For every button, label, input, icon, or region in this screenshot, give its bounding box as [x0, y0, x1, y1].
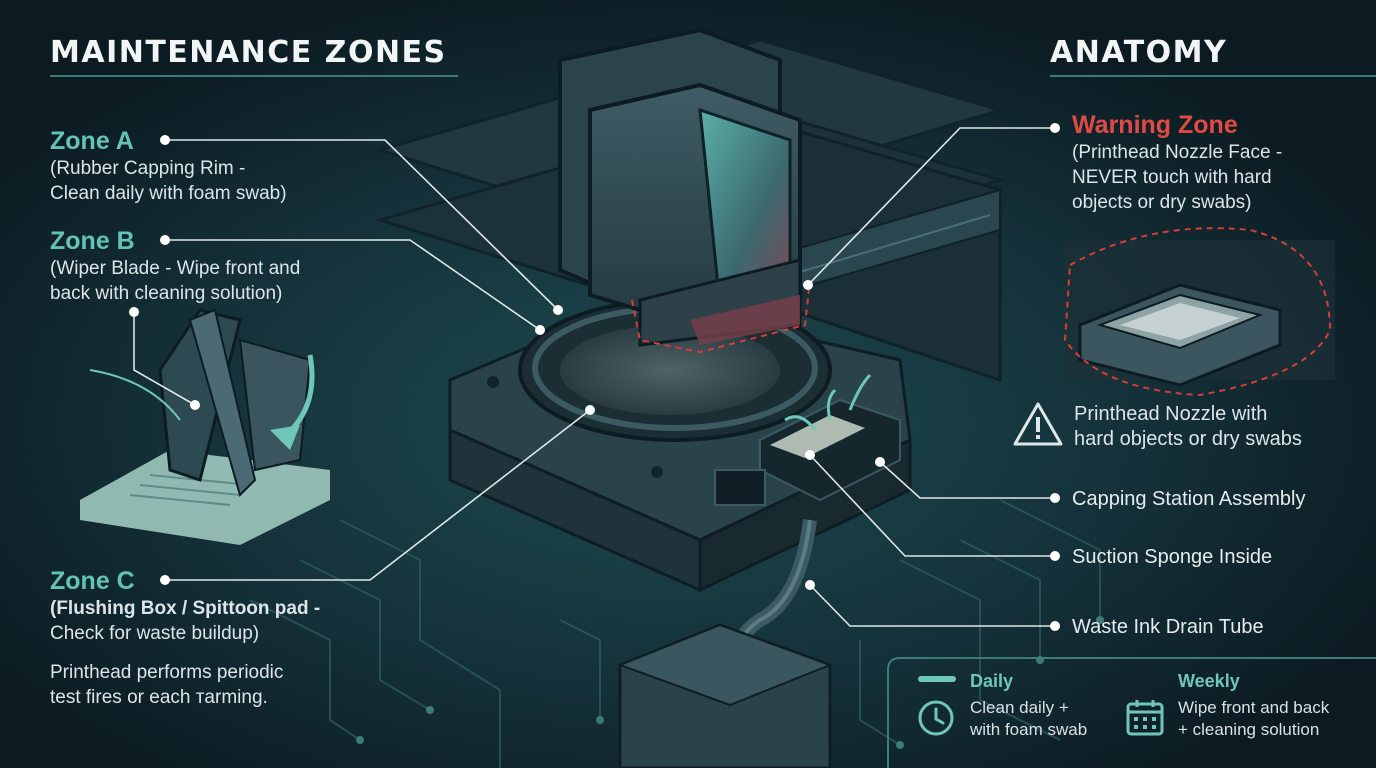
warning-zone: Warning Zone (Printhead Nozzle Face - NE…	[1072, 110, 1362, 215]
capping-station-label: Capping Station Assembly	[1072, 488, 1306, 510]
schedule-daily: Daily Clean daily + with foam swab	[916, 670, 1116, 750]
alert-line1: Printhead Nozzle with	[1074, 403, 1268, 425]
warning-zone-desc-line3: objects or dry swabs)	[1072, 192, 1252, 213]
daily-text-line1: Clean daily +	[970, 698, 1069, 717]
warning-alert: Printhead Nozzle with hard objects or dr…	[1012, 398, 1362, 454]
zone-c-title: Zone C	[50, 567, 135, 595]
zone-a-desc-line2: Clean daily with foam swab)	[50, 183, 287, 204]
calendar-icon	[1126, 700, 1164, 736]
warning-zone-title: Warning Zone	[1072, 111, 1238, 139]
warning-triangle-icon	[1013, 402, 1063, 446]
alert-line2: hard objects or dry swabs	[1074, 428, 1302, 450]
note-line2: test fires or each ᴛarming.	[50, 687, 268, 708]
zone-b-desc-line2: back with cleaning solution)	[50, 283, 283, 304]
warning-zone-desc-line1: (Printhead Nozzle Face -	[1072, 142, 1283, 163]
weekly-text-line1: Wipe front and back	[1178, 698, 1330, 717]
schedule-weekly: Weekly Wipe front and back + cleaning so…	[1124, 670, 1364, 750]
zone-b-title: Zone B	[50, 227, 135, 255]
suction-sponge-label: Suction Sponge Inside	[1072, 546, 1273, 568]
zone-c: Zone C (Flushing Box / Spittoon pad - Ch…	[50, 566, 390, 646]
test-fire-note: Printhead performs periodic test fires o…	[50, 660, 390, 710]
zone-c-desc-line1: (Flushing Box / Spittoon pad -	[50, 598, 321, 619]
zone-c-desc-line2: Check for waste buildup)	[50, 623, 260, 644]
zone-a: Zone A (Rubber Capping Rim - Clean daily…	[50, 126, 390, 206]
clock-icon	[918, 700, 954, 736]
weekly-label: Weekly	[1178, 671, 1240, 691]
note-line1: Printhead performs periodic	[50, 662, 284, 683]
anatomy-heading: ANATOMY	[1050, 35, 1228, 70]
zone-a-desc-line1: (Rubber Capping Rim -	[50, 158, 246, 179]
weekly-text-line2: + cleaning solution	[1178, 720, 1320, 739]
warning-zone-desc-line2: NEVER touch with hard	[1072, 167, 1272, 188]
maintenance-zones-heading: MAINTENANCE ZONES	[50, 35, 447, 70]
zone-a-title: Zone A	[50, 127, 134, 155]
drain-tube-label: Waste Ink Drain Tube	[1072, 616, 1264, 638]
daily-label: Daily	[970, 671, 1014, 691]
daily-text-line2: with foam swab	[970, 720, 1088, 739]
zone-b: Zone B (Wiper Blade - Wipe front and bac…	[50, 226, 390, 306]
zone-b-desc-line1: (Wiper Blade - Wipe front and	[50, 258, 301, 279]
